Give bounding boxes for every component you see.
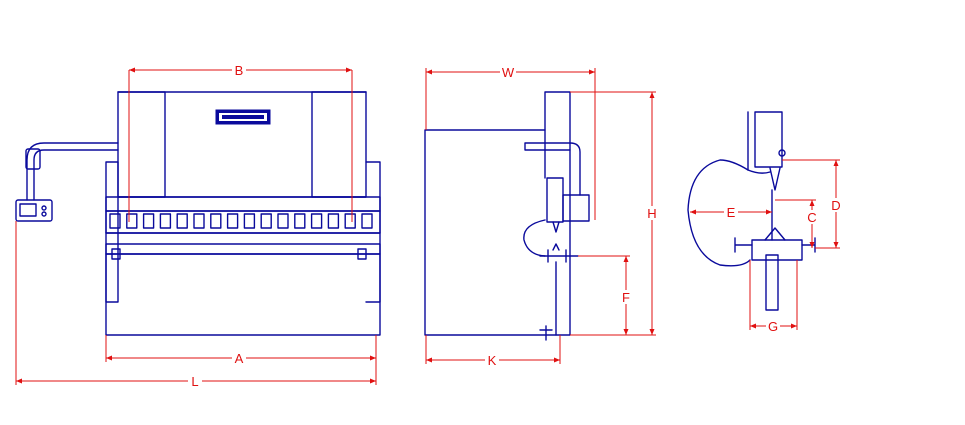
detail-die-v xyxy=(764,227,786,241)
back-gauge xyxy=(539,249,579,263)
die-v xyxy=(552,243,560,251)
dimension-arrowhead xyxy=(649,92,655,98)
dimension-arrowhead xyxy=(623,256,629,262)
throat-cutout xyxy=(523,219,546,257)
dimension-lines xyxy=(15,67,840,385)
label-b: B xyxy=(235,63,244,78)
label-c: C xyxy=(807,210,816,225)
label-w: W xyxy=(502,65,515,80)
punch-tip xyxy=(552,221,560,233)
dimension-arrows xyxy=(16,67,839,384)
tool-clamps xyxy=(109,213,373,229)
pendant-swivel xyxy=(25,148,41,170)
pendant-screen xyxy=(19,203,37,217)
pendant-arm xyxy=(33,149,119,201)
tool-clamp xyxy=(159,213,172,229)
detail-pin xyxy=(778,149,786,157)
machine-body-side xyxy=(424,91,571,336)
right-housing xyxy=(311,91,367,198)
left-die-clamp xyxy=(111,248,121,260)
dimension-arrowhead xyxy=(791,323,797,329)
tool-clamp xyxy=(243,213,256,229)
dimension-arrowhead xyxy=(346,67,352,73)
detail-ram xyxy=(754,111,783,168)
dimension-arrowhead xyxy=(106,355,112,361)
tool-clamp xyxy=(142,213,155,229)
label-h: H xyxy=(647,206,656,221)
label-l: L xyxy=(191,374,198,389)
dimension-arrowhead xyxy=(690,209,696,215)
detail-view xyxy=(687,111,816,311)
tool-clamp xyxy=(260,213,272,229)
dimension-arrowhead xyxy=(370,378,376,384)
dimension-arrowhead xyxy=(833,242,839,248)
dimension-labels: B A L W H F K D C E G xyxy=(188,63,843,389)
valve-block xyxy=(562,194,590,222)
side-view xyxy=(424,91,590,341)
tool-clamp xyxy=(361,213,373,229)
lower-die xyxy=(105,243,381,255)
label-a: A xyxy=(235,351,244,366)
left-side-plate xyxy=(105,161,119,303)
label-e: E xyxy=(727,205,736,220)
right-die-clamp xyxy=(357,248,367,260)
dimension-arrowhead xyxy=(766,209,772,215)
dimension-arrowhead xyxy=(623,329,629,335)
dimension-arrowhead xyxy=(129,67,135,73)
pendant-arm-outer xyxy=(26,142,119,201)
tool-clamp xyxy=(176,213,188,229)
dimension-arrowhead xyxy=(809,200,815,206)
tool-clamp xyxy=(109,213,121,229)
foot xyxy=(539,325,553,341)
nameplate-lettering-logo xyxy=(222,115,264,119)
label-d: D xyxy=(831,198,840,213)
detail-die-block xyxy=(751,239,803,261)
tool-clamp xyxy=(126,213,138,229)
label-f: F xyxy=(622,290,630,305)
dimension-arrowhead xyxy=(426,69,432,75)
dimension-arrowhead xyxy=(16,378,22,384)
tool-clamp xyxy=(210,213,222,229)
label-k: K xyxy=(488,353,497,368)
detail-frame-throat xyxy=(687,111,751,267)
ram-beam xyxy=(105,196,381,212)
control-pendant xyxy=(15,199,53,222)
detail-throat-top xyxy=(747,169,771,174)
upper-frame xyxy=(117,91,367,198)
detail-gauge-rods xyxy=(734,237,816,253)
lower-table xyxy=(105,253,381,336)
detail-punch xyxy=(769,167,781,191)
front-view xyxy=(15,91,381,336)
hydraulic-line xyxy=(569,142,581,196)
tool-clamp xyxy=(294,213,306,229)
pendant-button xyxy=(41,205,47,211)
tool-clamp xyxy=(193,213,205,229)
tool-clamp xyxy=(344,213,356,229)
ram-side xyxy=(546,177,564,223)
dimension-arrowhead xyxy=(589,69,595,75)
tool-clamp xyxy=(327,213,340,229)
tool-clamp xyxy=(310,213,323,229)
dimension-arrowhead xyxy=(833,160,839,166)
detail-die-shank xyxy=(765,254,779,311)
label-g: G xyxy=(768,319,778,334)
dimension-arrowhead xyxy=(370,355,376,361)
left-housing xyxy=(117,91,166,198)
dimension-arrowhead xyxy=(750,323,756,329)
tool-clamp xyxy=(277,213,289,229)
dimension-arrowhead xyxy=(426,357,432,363)
dimension-arrowhead xyxy=(809,242,815,248)
dimension-arrowhead xyxy=(554,357,560,363)
dimension-arrowhead xyxy=(649,329,655,335)
pendant-button xyxy=(41,211,47,217)
tool-clamp xyxy=(226,213,239,229)
right-side-plate xyxy=(365,161,381,303)
cylinder-arm xyxy=(524,142,571,151)
